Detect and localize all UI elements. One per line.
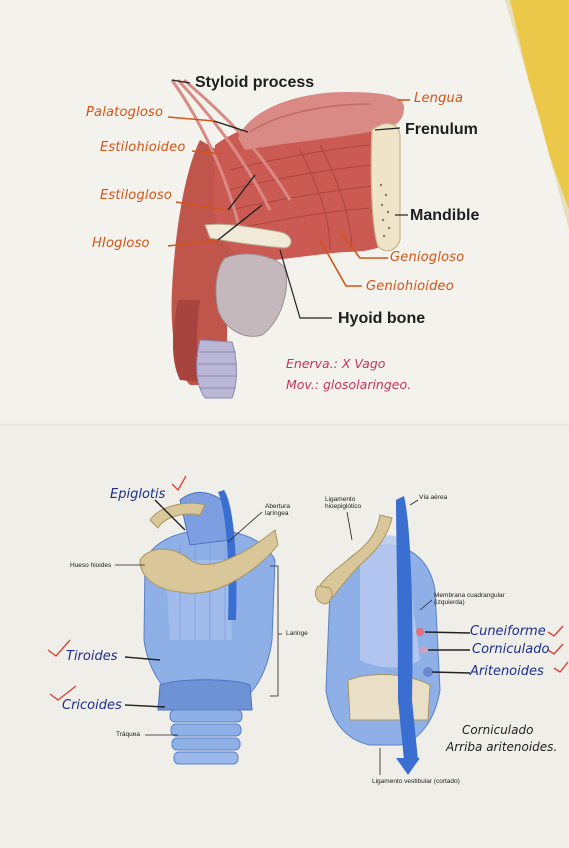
note-arriba-aritenoides: Arriba aritenoides. bbox=[446, 740, 558, 754]
label-estilogloso: Estilogloso bbox=[100, 188, 173, 203]
label-epiglotis: Epiglotis bbox=[110, 487, 166, 502]
label-membrana-cuadrangular: Membrana cuadrangular (izquierda) bbox=[434, 592, 505, 607]
label-styloid-process: Styloid process bbox=[195, 74, 315, 91]
label-ligamento-hioepiglotico: Ligamento hioepiglótico bbox=[325, 496, 362, 511]
label-lengua: Lengua bbox=[414, 91, 464, 106]
label-estilohioideo: Estilohioideo bbox=[100, 140, 186, 155]
label-cricoides: Cricoides bbox=[62, 698, 122, 713]
label-geniohioideo: Geniohioideo bbox=[366, 279, 454, 294]
tongue-muscles-illustration bbox=[167, 78, 410, 399]
label-hueso-hioides: Hueso hioides bbox=[70, 562, 112, 569]
larynx-illustrations bbox=[47, 475, 569, 775]
note-movement: Mov.: glosolaringeo. bbox=[286, 377, 412, 392]
label-geniogloso: Geniogloso bbox=[390, 250, 465, 265]
label-tiroides: Tiroides bbox=[66, 649, 118, 664]
label-aritenoides: Aritenoides bbox=[470, 664, 544, 679]
label-frenulum: Frenulum bbox=[405, 121, 478, 138]
label-abertura-laringea: Abertura laríngea bbox=[265, 503, 290, 518]
label-traquea: Tráquea bbox=[116, 731, 140, 738]
label-mandible: Mandible bbox=[410, 207, 480, 224]
label-ligamento-vestibular: Ligamento vestibular (cortado) bbox=[372, 778, 460, 785]
label-via-aerea: Vía aérea bbox=[419, 494, 448, 501]
label-palatogloso: Palatogloso bbox=[86, 105, 164, 120]
note-innervation: Enerva.: X Vago bbox=[286, 356, 386, 371]
label-laringe: Laringe bbox=[286, 630, 308, 637]
label-cuneiforme: Cuneiforme bbox=[470, 624, 546, 639]
label-hyoid-bone: Hyoid bone bbox=[338, 310, 426, 327]
label-hiogloso: HIogloso bbox=[92, 236, 150, 251]
label-corniculado: Corniculado bbox=[472, 642, 550, 657]
note-corniculado: Corniculado bbox=[462, 723, 534, 737]
